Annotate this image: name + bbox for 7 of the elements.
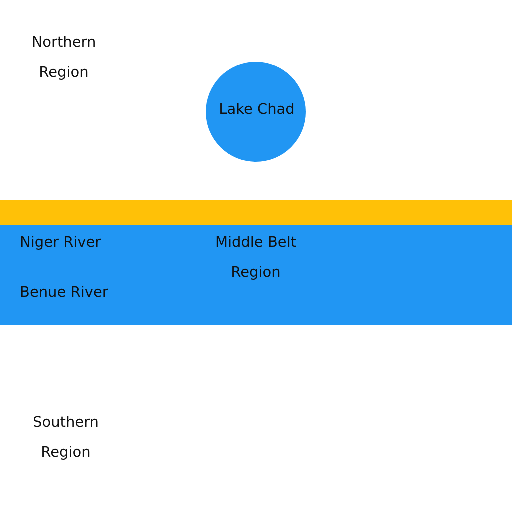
lake-label: Lake Chad (218, 101, 296, 120)
river-label: Niger River (20, 234, 102, 253)
region-label: Southern Region (32, 414, 100, 463)
region-label: Middle Belt Region (214, 234, 298, 283)
river-label: Benue River (20, 284, 108, 303)
river-band (0, 225, 512, 325)
region-label: Northern Region (30, 34, 98, 83)
